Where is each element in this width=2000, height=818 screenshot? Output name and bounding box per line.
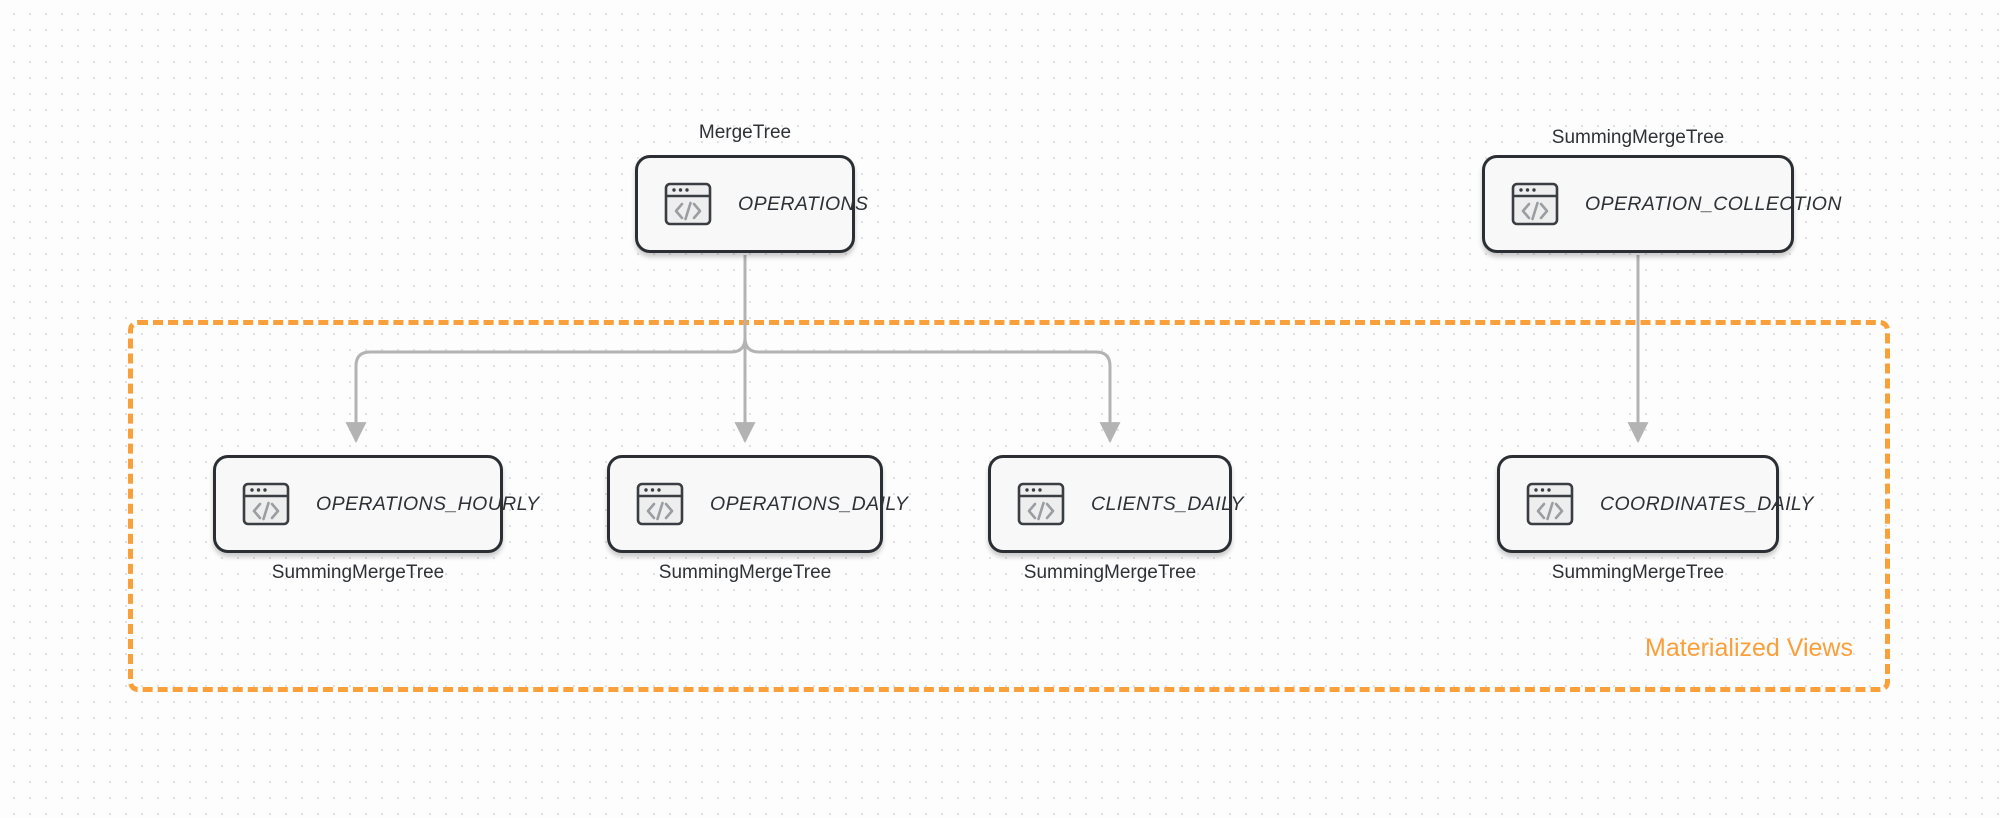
code-window-icon — [636, 482, 684, 526]
materialized-views-label: Materialized Views — [1645, 634, 1853, 662]
engine-label-coordinates-daily: SummingMergeTree — [1551, 562, 1725, 583]
node-label-operations-daily: OPERATIONS_DAILY — [710, 492, 909, 515]
node-operations-daily[interactable]: OPERATIONS_DAILY — [607, 455, 908, 553]
code-window-icon — [1017, 482, 1065, 526]
code-window-icon — [664, 182, 712, 226]
engine-label-operations: MergeTree — [698, 122, 792, 143]
node-label-clients-daily: CLIENTS_DAILY — [1091, 492, 1244, 515]
node-coordinates-daily[interactable]: COORDINATES_DAILY — [1497, 455, 1813, 553]
code-window-icon — [1526, 482, 1574, 526]
node-label-coordinates-daily: COORDINATES_DAILY — [1600, 492, 1814, 515]
node-label-operations: OPERATIONS — [738, 192, 869, 215]
node-clients-daily[interactable]: CLIENTS_DAILY — [988, 455, 1244, 553]
engine-label-clients-daily: SummingMergeTree — [1023, 562, 1197, 583]
node-label-operations-hourly: OPERATIONS_HOURLY — [316, 492, 540, 515]
code-window-icon — [242, 482, 290, 526]
node-label-operation-collection: OPERATION_COLLECTION — [1585, 192, 1842, 215]
node-operation-collection[interactable]: OPERATION_COLLECTION — [1482, 155, 1841, 253]
node-operations-hourly[interactable]: OPERATIONS_HOURLY — [213, 455, 539, 553]
code-window-icon — [1511, 182, 1559, 226]
engine-label-operations-daily: SummingMergeTree — [658, 562, 832, 583]
node-operations[interactable]: OPERATIONS — [635, 155, 868, 253]
engine-label-operations-hourly: SummingMergeTree — [271, 562, 445, 583]
engine-label-operation-collection: SummingMergeTree — [1551, 127, 1725, 148]
